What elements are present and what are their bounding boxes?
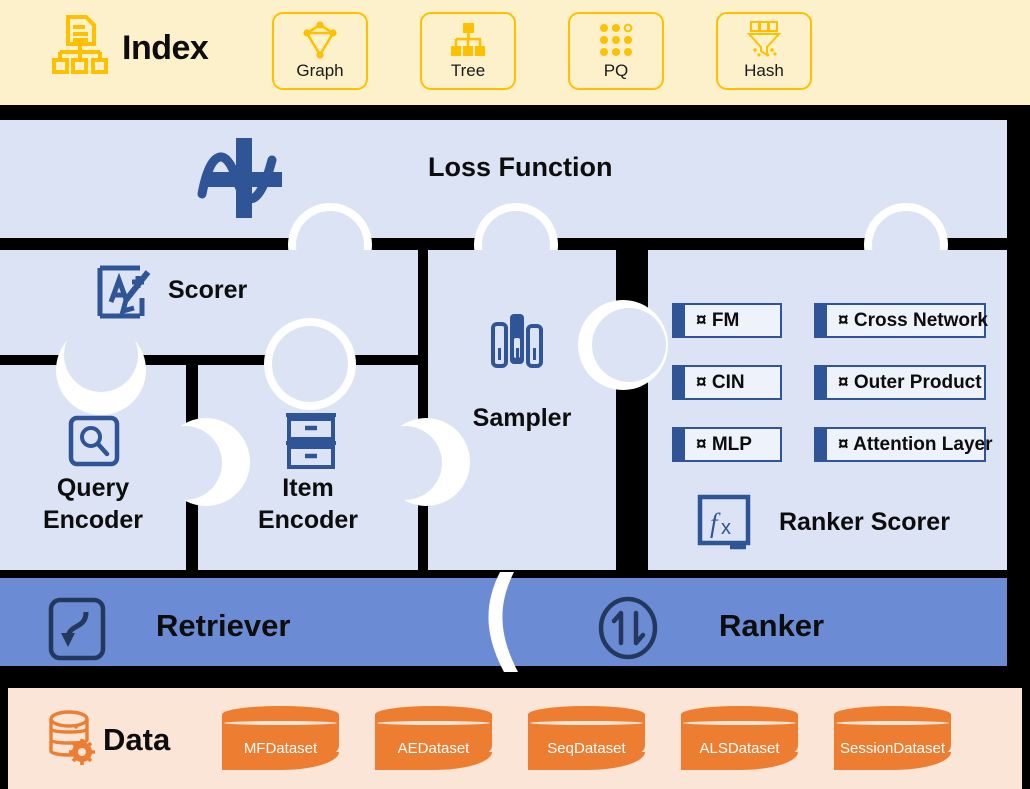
index-card-graph[interactable]: Graph <box>272 12 368 90</box>
puzzle-knob-fill <box>148 426 222 500</box>
svg-text:f: f <box>710 508 721 538</box>
cylinder-seam <box>836 721 949 725</box>
dataset-list: MFDataset AEDataset SeqDataset ALSDatase… <box>222 706 951 770</box>
retriever-label: Retriever <box>156 608 291 643</box>
ranker-chip-outer-product[interactable]: ¤ Outer Product <box>814 365 986 400</box>
index-card-list: Graph Tree <box>272 12 812 90</box>
query-encoder-label: Query Encoder <box>0 472 186 536</box>
cylinder-seam <box>683 721 796 725</box>
bars-sample-icon <box>488 310 546 377</box>
cylinder-top <box>528 706 645 723</box>
data-title: Data <box>103 722 171 757</box>
cylinder-bottom <box>375 752 492 770</box>
magnifier-box-icon <box>68 415 120 472</box>
tree-hierarchy-icon <box>448 20 488 60</box>
cylinder-top <box>681 706 798 723</box>
a-plus-grade-icon <box>96 264 158 327</box>
ranker-chip-label: ¤ Cross Network <box>838 309 988 331</box>
ranker-chip-label: ¤ Attention Layer <box>838 433 993 455</box>
cylinder-top <box>222 706 339 723</box>
query-encoder-label-line1: Query <box>56 474 130 502</box>
ranker-chip-column-a: ¤ FM ¤ CIN ¤ MLP <box>672 303 782 489</box>
puzzle-knob-fill <box>272 326 348 402</box>
funnel-hash-icon <box>744 20 784 60</box>
item-encoder-label-line2: Encoder <box>257 506 359 534</box>
cylinder-seam <box>224 721 337 725</box>
index-band: Index Graph <box>0 0 1030 105</box>
sort-updown-circle-icon <box>597 595 659 666</box>
index-card-tree[interactable]: Tree <box>420 12 516 90</box>
ranker-chip-mlp[interactable]: ¤ MLP <box>672 427 782 462</box>
index-card-label: Hash <box>744 61 784 80</box>
ranker-chip-fm[interactable]: ¤ FM <box>672 303 782 338</box>
index-card-label: Tree <box>450 61 486 80</box>
cylinder-top <box>834 706 951 723</box>
scorer-label: Scorer <box>168 276 248 304</box>
ranker-chip-label: ¤ Outer Product <box>838 371 982 393</box>
dot-grid-icon <box>596 20 636 60</box>
ranker-label: Ranker <box>719 608 825 643</box>
dataset-seqdataset[interactable]: SeqDataset <box>528 706 645 770</box>
item-encoder-label-line1: Item <box>282 474 334 502</box>
dataset-mfdataset[interactable]: MFDataset <box>222 706 339 770</box>
ranker-scorer-label: Ranker Scorer <box>779 508 950 536</box>
index-card-label: Graph <box>296 61 344 80</box>
puzzle-knob-fill <box>368 426 442 500</box>
ranker-chip-cross-network[interactable]: ¤ Cross Network <box>814 303 988 338</box>
cylinder-bottom <box>834 752 951 770</box>
database-gear-icon <box>47 710 97 773</box>
dataset-sessiondataset[interactable]: SessionDataset <box>834 706 951 770</box>
cylinder-bottom <box>681 752 798 770</box>
dataset-label: SessionDataset <box>839 740 946 757</box>
sampler-panel[interactable] <box>428 250 616 570</box>
index-card-label: PQ <box>603 61 629 80</box>
ranker-chip-label: ¤ FM <box>696 309 740 331</box>
ranker-chip-cin[interactable]: ¤ CIN <box>672 365 782 400</box>
puzzle-knob-fill <box>64 318 138 392</box>
pipeline-divider <box>488 572 518 672</box>
svg-text:x: x <box>721 517 731 539</box>
ranker-chip-label: ¤ MLP <box>696 433 752 455</box>
query-encoder-label-line2: Encoder <box>42 506 144 534</box>
dataset-label: AEDataset <box>397 740 470 757</box>
dataset-label: SeqDataset <box>547 740 626 757</box>
dataset-label: MFDataset <box>243 740 318 757</box>
graph-nodes-icon <box>300 20 340 60</box>
retrieve-arrow-icon <box>48 597 106 666</box>
ranker-chip-grid: ¤ FM ¤ CIN ¤ MLP ¤ Cross Network ¤ Outer… <box>672 303 993 489</box>
fx-function-icon: f x <box>697 494 753 561</box>
puzzle-knob-fill <box>592 308 666 382</box>
plus-wave-icon <box>196 136 296 225</box>
archive-box-icon <box>283 410 339 477</box>
dataset-alsdataset[interactable]: ALSDataset <box>681 706 798 770</box>
index-logo: Index <box>52 14 209 83</box>
index-card-pq[interactable]: PQ <box>568 12 664 90</box>
ranker-chip-attention-layer[interactable]: ¤ Attention Layer <box>814 427 993 462</box>
dataset-label: ALSDataset <box>699 740 780 757</box>
cylinder-seam <box>377 721 490 725</box>
dataset-aedataset[interactable]: AEDataset <box>375 706 492 770</box>
ranker-chip-label: ¤ CIN <box>696 371 745 393</box>
cylinder-seam <box>530 721 643 725</box>
loss-function-label: Loss Function <box>428 152 613 182</box>
item-encoder-label: Item Encoder <box>198 472 418 536</box>
cylinder-bottom <box>528 752 645 770</box>
ranker-chip-column-b: ¤ Cross Network ¤ Outer Product ¤ Attent… <box>814 303 993 489</box>
index-tree-document-icon <box>52 14 108 83</box>
cylinder-bottom <box>222 752 339 770</box>
cylinder-top <box>375 706 492 723</box>
index-card-hash[interactable]: Hash <box>716 12 812 90</box>
sampler-label: Sampler <box>472 404 572 432</box>
index-title: Index <box>122 29 209 67</box>
